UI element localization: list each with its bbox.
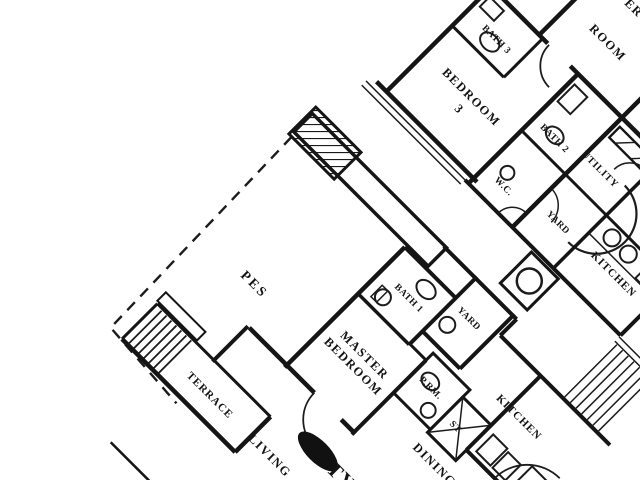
walls [109, 0, 640, 480]
label-room-partial-prefix: ER [622, 0, 640, 20]
type-smudge: TY [297, 431, 361, 480]
label-bath1: BATH 1 [392, 282, 425, 315]
label-yard-lower: YARD [455, 306, 482, 333]
label-terrace: TERRACE [184, 370, 235, 421]
door-arcs [302, 44, 640, 479]
pes-dashed-boundary [109, 135, 293, 405]
label-bedroom3-line1: BEDROOM [439, 65, 503, 129]
room-labels: PES TERRACE LIVING DINING MASTER BEDROOM… [184, 0, 640, 480]
hatched-wall-end [286, 104, 364, 182]
stair-treads [564, 344, 640, 432]
label-dining: DINING [410, 440, 459, 480]
label-room-partial: ROOM [586, 21, 629, 64]
label-pes: PES [238, 267, 271, 300]
label-utility: UTILITY [579, 149, 621, 191]
label-living: LIVING [245, 431, 294, 480]
rotated-plan: TY PES TERRACE LIVING DINING MASTER BEDR… [109, 0, 640, 480]
fixtures [369, 0, 640, 480]
label-bedroom3-line2: 3 [452, 101, 467, 116]
curved-core-wall [567, 125, 640, 255]
label-store: ST. [447, 419, 465, 437]
label-powder-room: P.RM. [417, 375, 444, 402]
terrace-steps [128, 310, 192, 374]
